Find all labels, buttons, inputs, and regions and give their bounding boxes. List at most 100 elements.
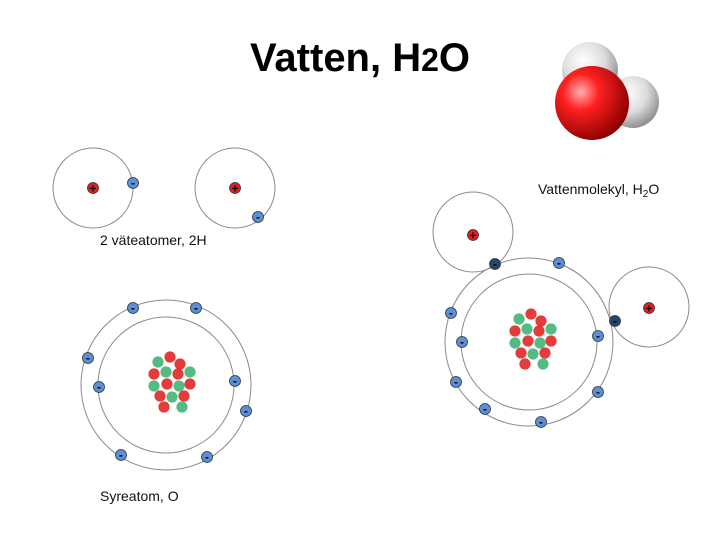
nucleus-proton (509, 325, 521, 337)
electron-icon: - (456, 336, 468, 349)
electron-icon: - (240, 405, 252, 418)
svg-text:-: - (97, 383, 101, 394)
electron-icon: - (592, 330, 604, 343)
oxygen-outer-orbit (80, 299, 252, 471)
electron-icon: - (592, 386, 604, 399)
electron-icon: - (93, 381, 105, 394)
nucleus-neutron (152, 356, 164, 368)
electron-icon: - (115, 449, 127, 462)
svg-text:-: - (596, 332, 600, 343)
electron-icon: - (535, 416, 547, 429)
nucleus-neutron (176, 401, 188, 413)
nucleus-neutron (545, 323, 557, 335)
nucleus-proton (154, 390, 166, 402)
oxygen-nucleus (148, 351, 196, 413)
svg-text:-: - (493, 260, 497, 271)
svg-text:-: - (596, 388, 600, 399)
svg-text:+: + (645, 304, 653, 315)
electron-icon: - (127, 177, 139, 190)
nucleus-neutron (148, 380, 160, 392)
svg-text:-: - (233, 377, 237, 388)
molecule-oxygen-nucleus (509, 308, 557, 370)
title-main: Vatten, H (249, 36, 422, 80)
svg-text:-: - (205, 453, 209, 464)
nucleus-proton (161, 378, 173, 390)
water-molecule-caption-suffix: O (648, 181, 660, 197)
electron-icon: - (201, 451, 213, 464)
nucleus-proton (515, 347, 527, 359)
nucleus-proton (148, 368, 160, 380)
shared-electron-icon: - (489, 258, 501, 271)
nucleus-proton (184, 378, 196, 390)
nucleus-proton (178, 390, 190, 402)
nucleus-neutron (521, 323, 533, 335)
electron-icon: - (229, 375, 241, 388)
hydrogen-atoms-caption: 2 väteatomer, 2H (100, 232, 207, 248)
shared-electron-icon: - (609, 315, 621, 328)
svg-text:-: - (131, 179, 135, 190)
hydrogen-atoms-caption-text: 2 väteatomer, 2H (100, 232, 207, 248)
nucleus-proton (519, 358, 531, 370)
nucleus-neutron (184, 366, 196, 378)
hydrogen-atom-2-orbit (194, 147, 276, 229)
electron-icon: - (553, 257, 565, 270)
svg-text:+: + (231, 184, 239, 195)
svg-text:-: - (460, 338, 464, 349)
svg-text:-: - (244, 407, 248, 418)
nucleus-proton (539, 347, 551, 359)
nucleus-neutron (534, 337, 546, 349)
nucleus-proton (522, 335, 534, 347)
nucleus-neutron (513, 313, 525, 325)
water-molecule-caption-text: Vattenmolekyl, H (538, 181, 643, 197)
electron-icon: - (450, 376, 462, 389)
hydrogen-proton-icon: + (87, 182, 99, 195)
svg-text:-: - (86, 354, 90, 365)
svg-text:-: - (557, 259, 561, 270)
molecule-oxygen-atom (555, 66, 629, 140)
svg-text:-: - (454, 378, 458, 389)
electron-icon: - (479, 403, 491, 416)
oxygen-atom-caption-text: Syreatom, O (100, 488, 179, 504)
nucleus-neutron (537, 358, 549, 370)
svg-text:+: + (469, 231, 477, 242)
molecule-h1-orbit (432, 191, 514, 273)
slide-title: Vatten, H2O (0, 38, 720, 78)
nucleus-proton (174, 358, 186, 370)
nucleus-proton (545, 335, 557, 347)
svg-text:-: - (483, 405, 487, 416)
nucleus-neutron (527, 348, 539, 360)
svg-text:-: - (194, 304, 198, 315)
hydrogen-proton-icon: + (643, 302, 655, 315)
electron-icon: - (127, 302, 139, 315)
nucleus-proton (172, 368, 184, 380)
molecule-h2-orbit (608, 266, 690, 348)
electron-icon: - (445, 307, 457, 320)
nucleus-neutron (509, 337, 521, 349)
electron-icon: - (82, 352, 94, 365)
hydrogen-proton-icon: + (467, 229, 479, 242)
svg-text:-: - (131, 304, 135, 315)
electron-icon: - (190, 302, 202, 315)
electron-icon: - (252, 211, 264, 224)
svg-text:-: - (539, 418, 543, 429)
nucleus-proton (535, 315, 547, 327)
title-subscript: 2 (421, 42, 439, 78)
nucleus-proton (164, 351, 176, 363)
svg-text:-: - (613, 317, 617, 328)
svg-text:-: - (256, 213, 260, 224)
nucleus-neutron (173, 380, 185, 392)
water-molecule-caption: Vattenmolekyl, H2O (538, 181, 659, 200)
title-suffix: O (438, 36, 471, 80)
svg-text:-: - (449, 309, 453, 320)
svg-text:+: + (89, 184, 97, 195)
nucleus-neutron (166, 391, 178, 403)
nucleus-neutron (160, 366, 172, 378)
water-molecule-caption-subscript: 2 (642, 189, 649, 200)
nucleus-proton (158, 401, 170, 413)
water-molecule-model (555, 42, 659, 140)
svg-text:-: - (119, 451, 123, 462)
hydrogen-proton-icon: + (229, 182, 241, 195)
nucleus-proton (525, 308, 537, 320)
nucleus-proton (533, 325, 545, 337)
